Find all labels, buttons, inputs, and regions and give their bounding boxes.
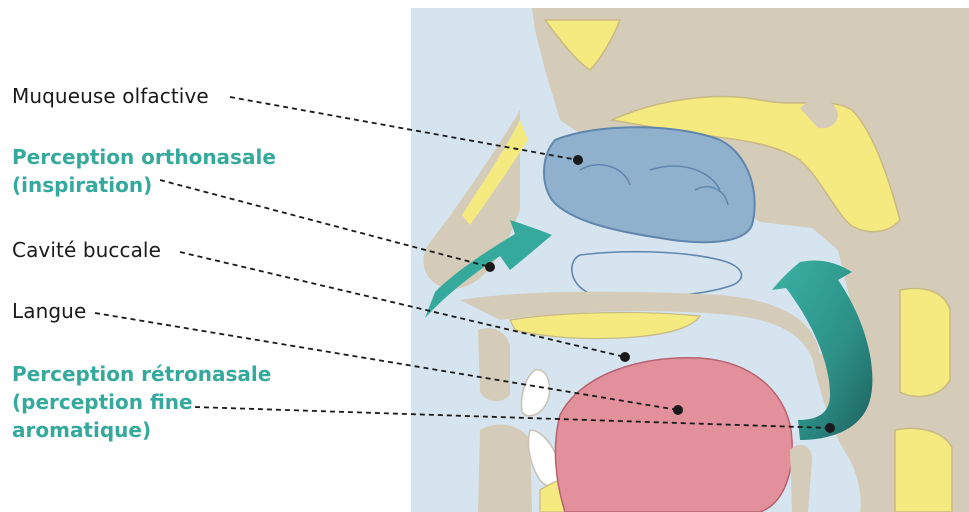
pointer-dot-langue xyxy=(673,405,683,415)
vertebra-upper xyxy=(900,288,950,396)
pointer-dot-ortho xyxy=(485,262,495,272)
upper-lip xyxy=(478,328,510,401)
label-retro-line-3: aromatique) xyxy=(12,416,271,444)
label-retro-line-2: (perception fine xyxy=(12,388,271,416)
pointer-dot-retro xyxy=(825,423,835,433)
label-cavite-buccale: Cavité buccale xyxy=(12,236,161,264)
label-langue: Langue xyxy=(12,297,86,325)
label-perception-retronasale: Perception rétronasale (perception fine … xyxy=(12,360,271,444)
pointer-dot-muqueuse xyxy=(573,155,583,165)
label-ortho-line-1: Perception orthonasale xyxy=(12,143,276,171)
epiglottis xyxy=(790,445,812,512)
label-retro-line-1: Perception rétronasale xyxy=(12,360,271,388)
label-perception-orthonasale: Perception orthonasale (inspiration) xyxy=(12,143,276,199)
label-muqueuse-olfactive: Muqueuse olfactive xyxy=(12,82,209,110)
label-ortho-line-2: (inspiration) xyxy=(12,171,276,199)
vertebra-lower xyxy=(895,428,952,512)
lower-lip xyxy=(478,425,532,512)
pointer-dot-cavite xyxy=(620,352,630,362)
